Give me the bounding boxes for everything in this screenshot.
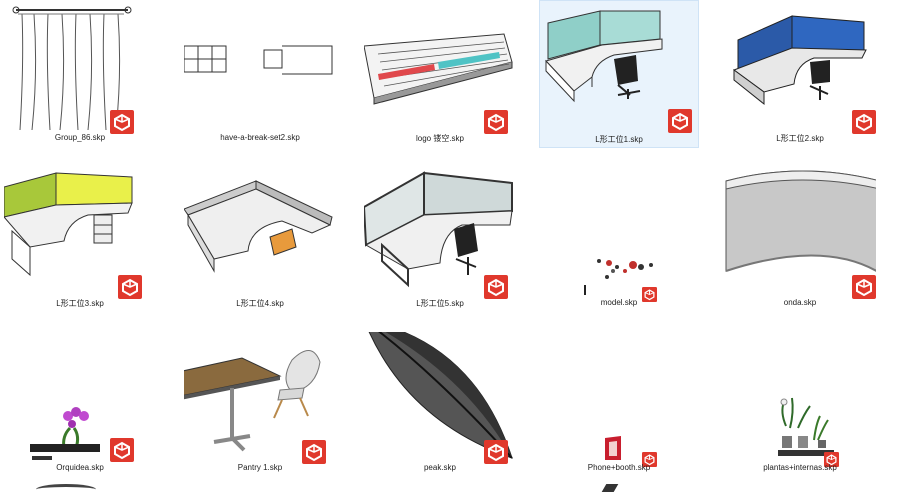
cabinet-lineart-model-icon bbox=[184, 2, 336, 130]
sketchup-icon bbox=[484, 440, 508, 464]
file-name-label: Group_86.skp bbox=[54, 133, 106, 142]
l-workstation-grey-model-icon bbox=[184, 167, 336, 295]
curtain-model-icon bbox=[4, 2, 156, 130]
file-tile-plantas-internas[interactable]: plantas+internas.skp bbox=[720, 330, 880, 478]
file-name-label: Phone+booth.skp bbox=[587, 463, 651, 472]
file-tile-model[interactable]: model.skp bbox=[539, 165, 699, 313]
sketchup-icon bbox=[302, 440, 326, 464]
sketchup-icon bbox=[110, 110, 134, 134]
file-tile-l-workstation-2[interactable]: L形工位2.skp bbox=[720, 0, 880, 148]
file-tile-l-workstation-5[interactable]: L形工位5.skp bbox=[360, 165, 520, 313]
file-tile-onda[interactable]: onda.skp bbox=[720, 165, 880, 313]
file-name-label: peak.skp bbox=[423, 463, 457, 472]
file-name-label: plantas+internas.skp bbox=[763, 463, 837, 472]
l-workstation-teal-model-icon bbox=[544, 3, 696, 131]
sketchup-icon bbox=[642, 287, 657, 302]
phone-booth-model-icon bbox=[543, 332, 695, 460]
file-name-label: L形工位2.skp bbox=[776, 134, 824, 143]
file-name-label: have-a-break-set2.skp bbox=[220, 133, 300, 142]
sketchup-icon bbox=[484, 275, 508, 299]
scattered-objects-model-icon bbox=[543, 167, 695, 295]
file-name-label: L形工位5.skp bbox=[416, 299, 464, 308]
file-tile-phone-booth[interactable]: Phone+booth.skp bbox=[539, 330, 699, 478]
file-tile-orquidea[interactable]: Orquidea.skp bbox=[0, 330, 160, 478]
l-workstation-dark-model-icon bbox=[364, 167, 516, 295]
sketchup-icon bbox=[824, 452, 839, 467]
file-name-label: L形工位4.skp bbox=[236, 299, 284, 308]
sketchup-icon bbox=[118, 275, 142, 299]
file-tile-pantry-1[interactable]: Pantry 1.skp bbox=[180, 330, 340, 478]
file-tile-l-workstation-3[interactable]: L形工位3.skp bbox=[0, 165, 160, 313]
partial-thumbnail bbox=[36, 484, 96, 495]
orchid-model-icon bbox=[4, 332, 156, 460]
l-workstation-yellow-model-icon bbox=[4, 167, 156, 295]
sketchup-icon bbox=[642, 452, 657, 467]
sketchup-icon bbox=[852, 110, 876, 134]
sketchup-icon bbox=[484, 110, 508, 134]
file-name-label: Orquidea.skp bbox=[56, 463, 104, 472]
file-name-label: onda.skp bbox=[783, 298, 817, 307]
file-tile-peak[interactable]: peak.skp bbox=[360, 330, 520, 478]
file-name-label: logo 镂空.skp bbox=[415, 134, 465, 143]
file-tile-l-workstation-1[interactable]: L形工位1.skp bbox=[539, 0, 699, 148]
file-tile-group-86[interactable]: Group_86.skp bbox=[0, 0, 160, 148]
curved-wall-model-icon bbox=[724, 167, 876, 295]
sketchup-icon bbox=[668, 109, 692, 133]
peak-leaf-model-icon bbox=[364, 332, 516, 460]
sketchup-icon bbox=[852, 275, 876, 299]
sketchup-icon bbox=[110, 438, 134, 462]
indoor-plants-model-icon bbox=[724, 332, 876, 460]
file-name-label: L形工位3.skp bbox=[56, 299, 104, 308]
file-tile-l-workstation-4[interactable]: L形工位4.skp bbox=[180, 165, 340, 313]
partial-thumbnail bbox=[601, 484, 619, 492]
file-name-label: model.skp bbox=[600, 298, 638, 307]
file-name-label: Pantry 1.skp bbox=[237, 463, 283, 472]
pantry-table-chair-model-icon bbox=[184, 332, 336, 460]
file-name-label: L形工位1.skp bbox=[595, 135, 643, 144]
file-tile-have-a-break[interactable]: have-a-break-set2.skp bbox=[180, 0, 340, 148]
l-workstation-blue-model-icon bbox=[724, 2, 876, 130]
file-tile-logo[interactable]: logo 镂空.skp bbox=[360, 0, 520, 148]
perforated-logo-panel-model-icon bbox=[364, 2, 516, 130]
